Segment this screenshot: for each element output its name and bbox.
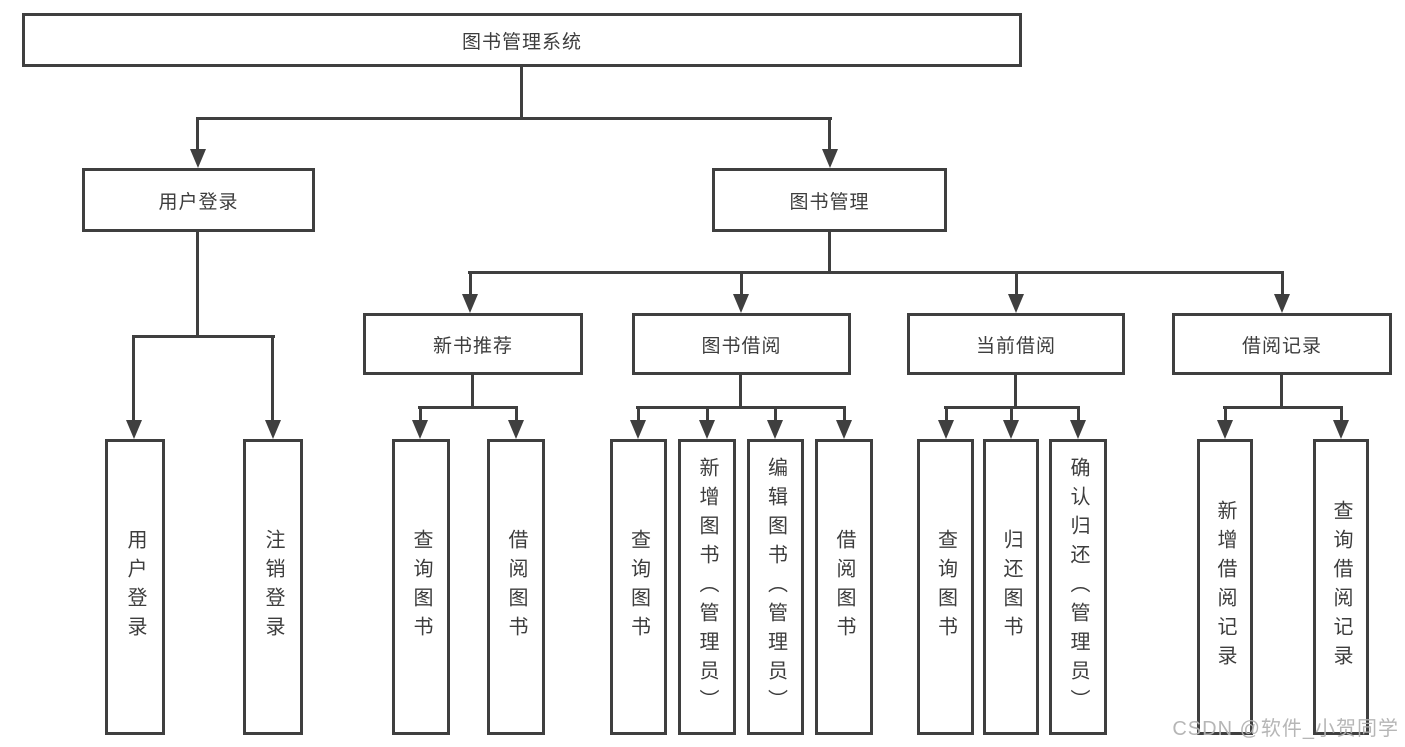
arrow-down-icon (1003, 420, 1019, 439)
connector-line (1224, 406, 1227, 423)
connector-line (843, 406, 846, 423)
node-label: 注销登录 (262, 529, 284, 645)
connector-line (1223, 406, 1343, 409)
arrow-down-icon (126, 420, 142, 439)
connector-line (739, 375, 742, 408)
connector-line (468, 271, 1283, 274)
node-label: 借阅记录 (1241, 335, 1322, 357)
connector-line (515, 406, 518, 423)
connector-line (132, 335, 135, 423)
node-edit-book-admin: 编辑图书（管理员） (747, 439, 804, 735)
connector-line (271, 335, 274, 423)
node-add-borrow-record: 新增借阅记录 (1197, 439, 1253, 735)
node-label: 新增借阅记录 (1214, 500, 1236, 674)
arrow-down-icon (699, 420, 715, 439)
arrow-down-icon (190, 149, 206, 168)
connector-line (418, 406, 518, 409)
arrow-down-icon (1274, 294, 1290, 313)
arrow-down-icon (836, 420, 852, 439)
node-label: 查询图书 (410, 529, 432, 645)
arrow-down-icon (462, 294, 478, 313)
connector-line (196, 232, 199, 337)
connector-line (132, 335, 275, 338)
node-label: 查询图书 (627, 529, 650, 645)
arrow-down-icon (822, 149, 838, 168)
connector-line (1010, 406, 1013, 423)
node-label: 图书管理系统 (461, 31, 582, 53)
node-borrow-books: 借阅图书 (815, 439, 873, 735)
node-confirm-return-admin: 确认归还（管理员） (1049, 439, 1107, 735)
connector-line (945, 406, 948, 423)
arrow-down-icon (412, 420, 428, 439)
node-label: 图书借阅 (701, 335, 782, 357)
node-label: 当前借阅 (975, 335, 1056, 357)
connector-line (1281, 271, 1284, 297)
node-label: 用户登录 (158, 191, 239, 213)
connector-line (706, 406, 709, 423)
connector-line (1340, 406, 1343, 423)
connector-line (469, 271, 472, 297)
arrow-down-icon (508, 420, 524, 439)
node-query-books: 查询图书 (392, 439, 450, 735)
node-user-login: 用户登录 (82, 168, 315, 232)
node-label: 图书管理 (789, 191, 870, 213)
connector-line (471, 375, 474, 408)
node-new-book-recommend: 新书推荐 (363, 313, 583, 375)
connector-line (828, 232, 831, 274)
node-add-book-admin: 新增图书（管理员） (678, 439, 736, 735)
connector-line (637, 406, 640, 423)
node-logout: 注销登录 (243, 439, 303, 735)
connector-line (419, 406, 422, 423)
arrow-down-icon (1333, 420, 1349, 439)
connector-line (196, 117, 832, 120)
arrow-down-icon (733, 294, 749, 313)
node-label: 借阅图书 (505, 529, 527, 645)
node-borrowing-records: 借阅记录 (1172, 313, 1392, 375)
connector-line (196, 117, 199, 152)
arrow-down-icon (1070, 420, 1086, 439)
node-label: 确认归还（管理员） (1067, 456, 1089, 718)
arrow-down-icon (265, 420, 281, 439)
connector-line (520, 67, 523, 119)
node-return-books: 归还图书 (983, 439, 1039, 735)
node-query-borrow-record: 查询借阅记录 (1313, 439, 1369, 735)
node-label: 借阅图书 (833, 529, 855, 645)
connector-line (1014, 375, 1017, 408)
connector-line (636, 406, 846, 409)
connector-line (1280, 375, 1283, 408)
node-book-management: 图书管理 (712, 168, 947, 232)
node-label: 编辑图书（管理员） (764, 456, 787, 718)
arrow-down-icon (1008, 294, 1024, 313)
node-borrow-books: 借阅图书 (487, 439, 545, 735)
connector-line (1015, 271, 1018, 297)
node-query-books: 查询图书 (610, 439, 667, 735)
csdn-watermark: CSDN @软件_小贺同学 (1172, 718, 1399, 740)
node-label: 查询图书 (934, 529, 957, 645)
connector-line (1077, 406, 1080, 423)
node-current-borrowing: 当前借阅 (907, 313, 1125, 375)
arrow-down-icon (938, 420, 954, 439)
connector-line (740, 271, 743, 297)
node-library-system: 图书管理系统 (22, 13, 1022, 67)
arrow-down-icon (767, 420, 783, 439)
node-query-books: 查询图书 (917, 439, 974, 735)
connector-line (828, 117, 831, 152)
node-label: 用户登录 (124, 529, 146, 645)
node-book-borrowing: 图书借阅 (632, 313, 851, 375)
node-label: 查询借阅记录 (1330, 500, 1352, 674)
node-label: 归还图书 (1000, 529, 1022, 645)
connector-line (774, 406, 777, 423)
node-label: 新书推荐 (432, 335, 513, 357)
arrow-down-icon (1217, 420, 1233, 439)
arrow-down-icon (630, 420, 646, 439)
node-label: 新增图书（管理员） (696, 456, 718, 718)
node-user-login-leaf: 用户登录 (105, 439, 165, 735)
